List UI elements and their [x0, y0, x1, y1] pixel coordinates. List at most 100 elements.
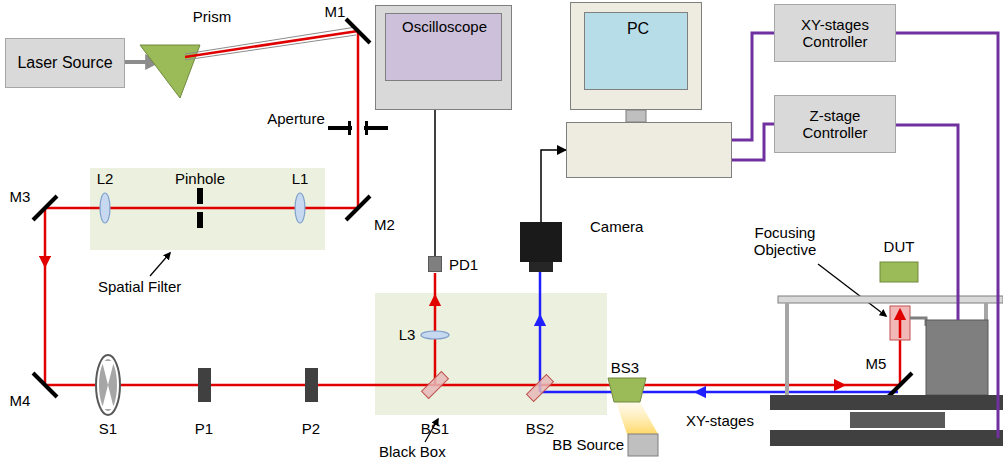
part-label: Aperture [267, 110, 325, 127]
part-label: P1 [195, 420, 213, 437]
aperture [365, 121, 368, 135]
control-cable [732, 124, 774, 160]
xy-stage [770, 395, 1003, 410]
red-beam [434, 273, 437, 385]
controller-box: XY-stages Controller [774, 4, 896, 62]
part-label: BS2 [526, 420, 554, 437]
computer-case [566, 122, 732, 178]
red-beam [185, 31, 358, 57]
part-label: M2 [374, 216, 395, 233]
blue-beam [539, 272, 542, 392]
polarizer [305, 368, 318, 402]
laser-input [185, 35, 356, 60]
optical-table [778, 296, 1003, 303]
text-holder: Spatial Filter [98, 278, 181, 295]
lens [100, 193, 110, 223]
text-holder: PC [588, 20, 688, 38]
node-label: Laser Source [17, 54, 112, 72]
monitor-stand [626, 110, 646, 122]
beam-splitter [422, 372, 449, 399]
xy-stage [770, 430, 1003, 446]
dut-sample [880, 262, 918, 282]
part-label: XY-stages [686, 412, 754, 429]
bb-source [628, 434, 658, 456]
signal-cable [434, 110, 436, 256]
red-beam [357, 31, 360, 208]
node-label: Spatial Filter [98, 278, 181, 295]
lens [295, 193, 305, 223]
node-label: Black Box [379, 443, 446, 460]
part-label: Pinhole [175, 170, 225, 187]
beam-splitter [422, 372, 554, 402]
pc-computer: PC [566, 2, 732, 178]
pinhole [197, 212, 203, 228]
part-label: M1 [325, 3, 346, 20]
leader-arrow [818, 264, 886, 316]
blue-beam [540, 391, 898, 394]
control-cable [895, 33, 998, 438]
camera-lens [529, 262, 553, 272]
aperture [328, 121, 388, 135]
mirror [33, 373, 57, 397]
chopper-wheel [102, 385, 114, 409]
controller-box: Z-stage Controller [774, 95, 896, 153]
lens [100, 193, 449, 339]
part-label: DUT [884, 238, 915, 255]
bb-source [608, 378, 646, 402]
part-label: L1 [292, 170, 309, 187]
optical-table [785, 303, 789, 395]
text-holder: XY-stages Controller [775, 5, 895, 61]
part-label: L3 [399, 326, 416, 343]
pinhole [197, 188, 203, 204]
polarizer [198, 368, 211, 402]
part-label: S1 [99, 420, 117, 437]
z-stage [910, 318, 926, 326]
text-holder: Black Box [379, 443, 446, 460]
node-label: PC [588, 20, 688, 38]
chopper-wheel [96, 355, 120, 415]
focusing-objective [899, 314, 902, 338]
lens [421, 331, 449, 339]
leader-arrow [150, 253, 886, 442]
mirror [888, 373, 912, 397]
text-holder: Laser Source [6, 39, 124, 87]
mirror [346, 196, 370, 220]
part-label: M3 [10, 188, 31, 205]
aperture [348, 121, 351, 135]
control-cable [895, 125, 958, 320]
part-label: Prism [193, 8, 231, 25]
control-cable [895, 33, 998, 438]
node-label: Camera [590, 218, 643, 235]
oscilloscope: Oscilloscope [375, 5, 512, 110]
xy-stage [850, 412, 945, 428]
focusing-objective [890, 306, 910, 340]
beam-splitter [527, 375, 554, 402]
z-stage [926, 320, 988, 395]
part-label: BB Source [552, 436, 624, 453]
camera-body: Camera [520, 222, 562, 262]
mirror [33, 196, 57, 220]
focusing-objective [890, 306, 910, 340]
part-label: M5 [866, 355, 887, 372]
text-holder: PD1 [449, 256, 478, 273]
chopper-wheel [99, 359, 117, 411]
node-label: Oscilloscope [386, 18, 503, 35]
red-beam [45, 384, 900, 387]
laser-input [185, 27, 356, 54]
part-label: M4 [10, 392, 31, 409]
dut-sample [880, 262, 918, 282]
part-label: P2 [302, 420, 320, 437]
red-beam [45, 207, 358, 210]
optical-table [778, 296, 1003, 395]
mirror [346, 19, 370, 43]
part-label: BS1 [421, 420, 449, 437]
monitor-stand [626, 110, 646, 122]
node-label: Z-stage Controller [780, 107, 890, 142]
text-holder: Camera [590, 218, 643, 235]
pinhole [197, 188, 203, 228]
part-label: L2 [97, 170, 114, 187]
xy-stage [770, 395, 1003, 446]
photodiode: PD1 [428, 256, 442, 272]
